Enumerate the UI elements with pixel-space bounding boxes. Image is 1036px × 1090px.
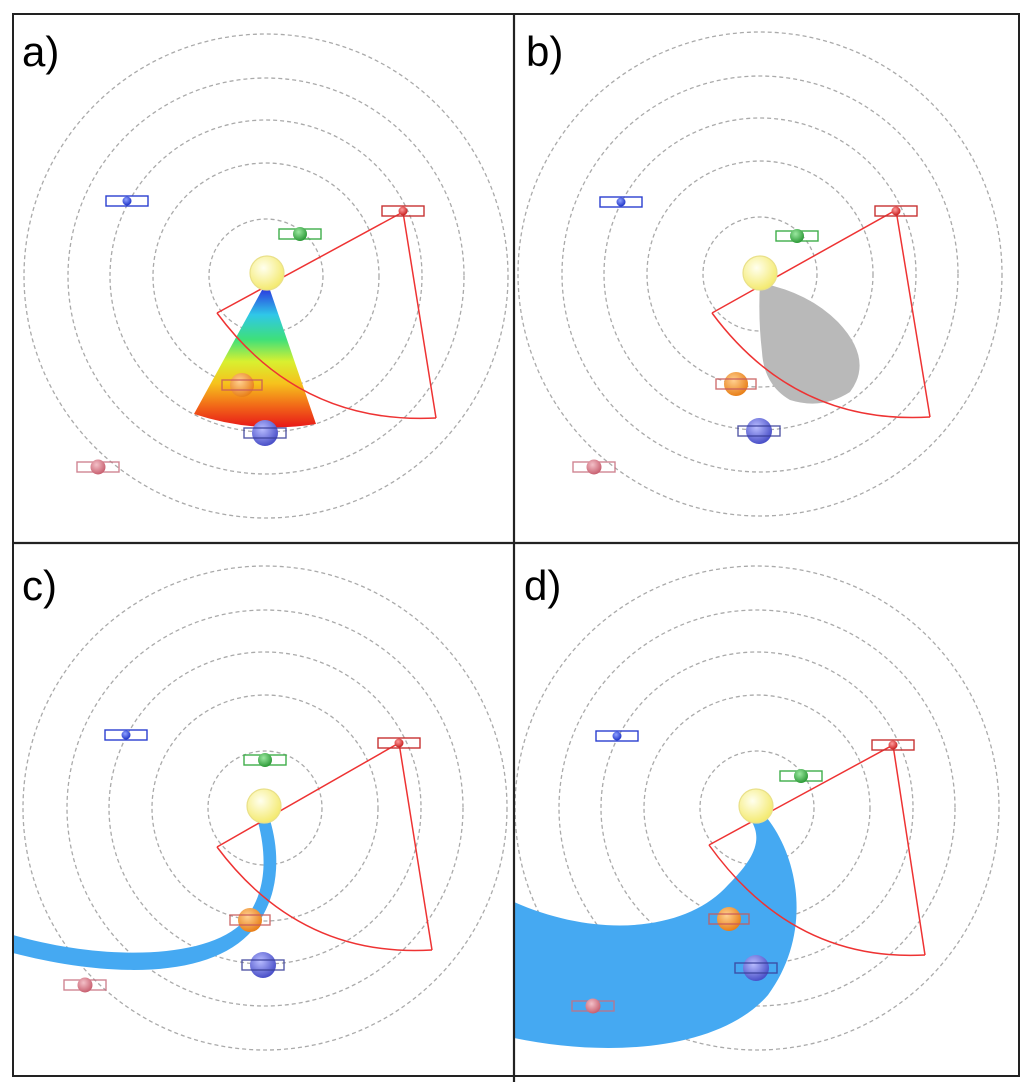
panel-b: b) (517, 28, 1003, 517)
orbit-ring (66, 609, 464, 1007)
orbit-rings (23, 33, 509, 519)
orbit-ring (517, 31, 1003, 517)
orbit-ring (22, 565, 508, 1051)
spacecraft-blue-icon (105, 195, 149, 207)
orbit-ring (603, 117, 917, 431)
orbit-ring (646, 160, 874, 388)
panel-label: b) (526, 28, 563, 75)
blue-spiral-stream (13, 820, 277, 970)
planet-orange-icon (715, 371, 757, 397)
sun-icon (246, 788, 282, 824)
orbit-ring (207, 750, 323, 866)
rainbow-cone (194, 290, 316, 428)
orbit-ring (109, 119, 423, 433)
orbit-ring (600, 651, 914, 965)
spacecraft-blue-icon (599, 196, 643, 208)
spacecraft-red-icon (381, 205, 425, 217)
spacecraft-pink-icon (572, 458, 616, 476)
orbit-ring (561, 75, 959, 473)
spacecraft-blue-icon (595, 730, 639, 742)
orbit-rings (22, 565, 508, 1051)
orbit-ring (699, 750, 815, 866)
orbit-ring (208, 218, 324, 334)
orbit-ring (702, 216, 818, 332)
orbit-ring (108, 651, 422, 965)
planet-green-icon (278, 226, 322, 242)
panel-label: a) (22, 28, 59, 75)
panel-d: d) (514, 562, 1000, 1051)
panel-frame (12, 13, 1020, 1082)
gray-teardrop (759, 283, 860, 404)
sun-icon (738, 788, 774, 824)
panel-c: c) (13, 562, 508, 1051)
planet-blue-icon (241, 951, 285, 979)
orbit-ring (558, 609, 956, 1007)
spacecraft-red-icon (377, 737, 421, 749)
planet-blue-icon (737, 417, 781, 445)
panel-label: c) (22, 562, 57, 609)
planet-green-icon (775, 228, 819, 244)
panel-label: d) (524, 562, 561, 609)
orbit-ring (67, 77, 465, 475)
orbit-ring (151, 694, 379, 922)
orbit-rings (517, 31, 1003, 517)
spacecraft-red-icon (871, 739, 915, 751)
blue-spiral-stream (514, 818, 797, 1048)
spacecraft-blue-icon (104, 729, 148, 741)
sun-icon (742, 255, 778, 291)
planet-green-icon (243, 752, 287, 768)
orbit-ring (23, 33, 509, 519)
spacecraft-red-icon (874, 205, 918, 217)
sun-icon (249, 255, 285, 291)
spacecraft-pink-icon (76, 458, 120, 476)
panel-a: a) (22, 28, 509, 519)
planet-green-icon (779, 768, 823, 784)
